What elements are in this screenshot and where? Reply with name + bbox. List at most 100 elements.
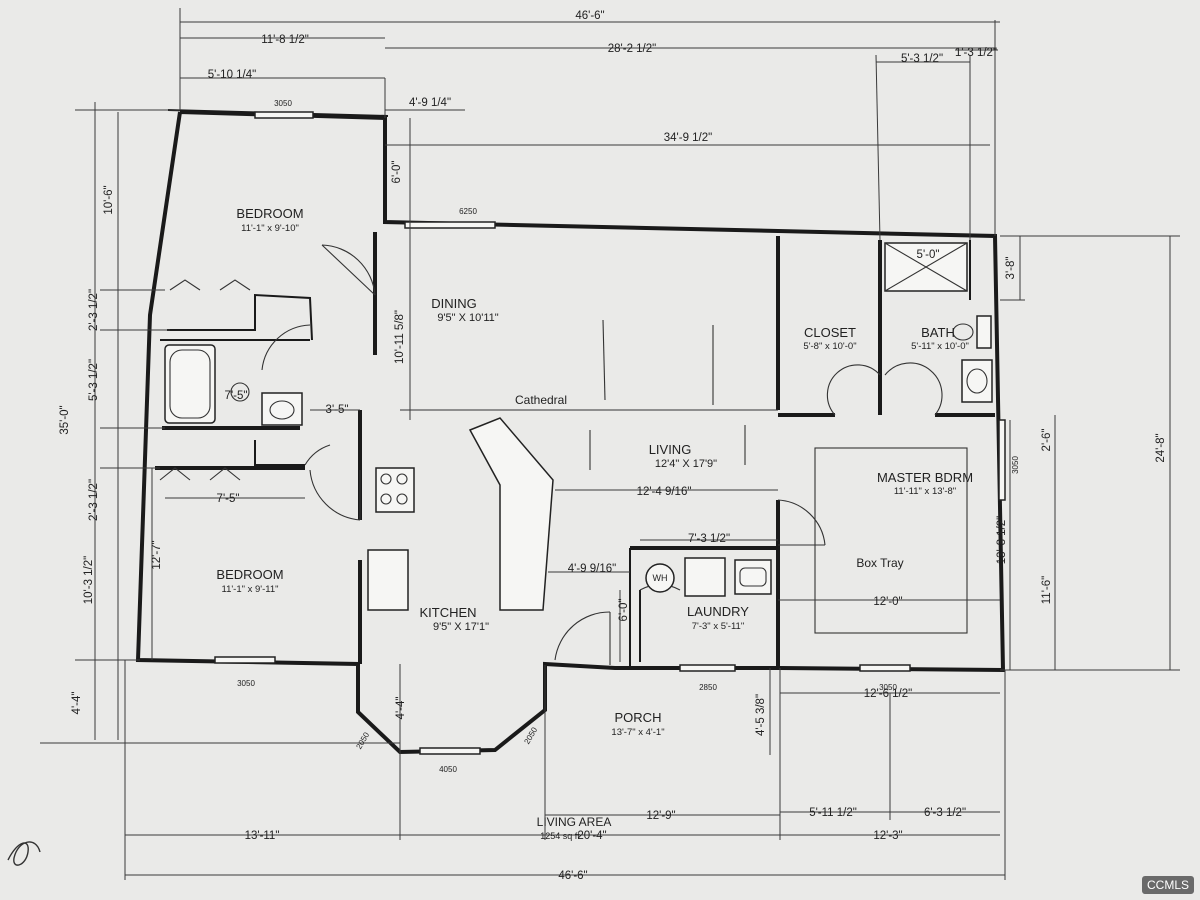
living-label: LIVING bbox=[649, 442, 692, 457]
dim-label: 4'-9 9/16" bbox=[568, 563, 616, 575]
dim-label: 20'-4" bbox=[577, 830, 606, 842]
interior-walls bbox=[155, 232, 995, 668]
dim-label: 24'-8" bbox=[1155, 433, 1167, 462]
box-tray-ceiling bbox=[814, 447, 968, 634]
living-area-value: 1254 sq ft bbox=[540, 831, 580, 841]
dim-label: 4'-9 1/4" bbox=[409, 97, 451, 109]
kitchen-label: KITCHEN bbox=[419, 605, 476, 620]
kitchen-island bbox=[468, 417, 554, 611]
toilet bbox=[230, 382, 250, 402]
bath-label: BATH bbox=[921, 325, 955, 340]
window-kitchen-bay bbox=[419, 747, 481, 755]
room-labels: BEDROOM 11'-1" x 9'-10" DINING 9'5" X 10… bbox=[216, 206, 973, 841]
window-label: 4050 bbox=[439, 765, 457, 774]
cathedral-label: Cathedral bbox=[515, 393, 567, 407]
refrigerator bbox=[367, 549, 409, 611]
kitchen-size: 9'5" X 17'1" bbox=[433, 621, 489, 633]
master-toilet bbox=[952, 323, 974, 341]
porch-label: PORCH bbox=[615, 710, 662, 725]
dim-label: 6'-3 1/2" bbox=[924, 807, 966, 819]
window-label: 3050 bbox=[879, 683, 897, 692]
master-bedroom-label: MASTER BDRM bbox=[877, 470, 973, 485]
dim-label: 28'-2 1/2" bbox=[608, 43, 656, 55]
dim-label: 12'-9" bbox=[646, 810, 675, 822]
master-bedroom-size: 11'-11" x 13'-8" bbox=[894, 486, 956, 497]
dim-label: 7'-5" bbox=[217, 493, 240, 505]
bath-size: 5'-11" x 10'-0" bbox=[911, 341, 969, 352]
fixtures bbox=[164, 242, 993, 634]
dim-label: 10'-6" bbox=[103, 185, 115, 214]
handwritten-mark bbox=[7, 841, 41, 866]
porch-size: 13'-7" x 4'-1" bbox=[611, 727, 664, 738]
watermark-logo: CCMLS bbox=[1141, 876, 1194, 894]
window-laundry bbox=[679, 664, 736, 672]
bathtub bbox=[164, 344, 216, 424]
dim-label: 12'-4 9/16" bbox=[637, 486, 692, 498]
window-label: 2850 bbox=[699, 683, 717, 692]
living-area-label: LIVING AREA bbox=[537, 815, 612, 829]
range bbox=[375, 467, 415, 513]
dim-label: 5'-3 1/2" bbox=[901, 53, 943, 65]
dim-label: 5'-3 1/2" bbox=[88, 359, 100, 401]
dim-label: 13'-11" bbox=[245, 830, 280, 842]
water-heater-label: WH bbox=[653, 573, 668, 583]
dimension-labels: 46'-6" 11'-8 1/2" 28'-2 1/2" 5'-10 1/4" … bbox=[59, 10, 1167, 882]
windows bbox=[214, 111, 1006, 755]
water-heater bbox=[645, 563, 675, 593]
closet-label: CLOSET bbox=[804, 325, 856, 340]
dim-label: 4'-4" bbox=[71, 692, 83, 715]
bedroom-1-size: 11'-1" x 9'-10" bbox=[241, 223, 299, 234]
window-label: 3050 bbox=[1011, 456, 1020, 474]
window-bottom-bedroom bbox=[214, 656, 276, 664]
dim-label: 34'-9 1/2" bbox=[664, 132, 712, 144]
dim-label: 10'-11 5/8" bbox=[394, 310, 406, 364]
dining-label: DINING bbox=[431, 296, 477, 311]
dim-label: 12'-3" bbox=[873, 830, 902, 842]
window-dining bbox=[404, 221, 496, 229]
dim-label: 5'-11 1/2" bbox=[809, 807, 857, 819]
dining-size: 9'5" X 10'11" bbox=[437, 312, 498, 324]
dim-label: 5'-10 1/4" bbox=[208, 69, 256, 81]
dim-label: 3'-5" bbox=[326, 404, 349, 416]
dim-label: 11'-6" bbox=[1041, 576, 1053, 604]
dimension-lines bbox=[40, 8, 1180, 880]
dim-label: 6'-0" bbox=[391, 161, 403, 184]
window-label: 3050 bbox=[237, 679, 255, 688]
laundry-label: LAUNDRY bbox=[687, 604, 749, 619]
dim-label: 1'-3 1/2" bbox=[955, 47, 997, 59]
dryer bbox=[734, 559, 772, 595]
dim-label: 13'-8 1/2" bbox=[996, 516, 1008, 564]
dim-label: 6'-0" bbox=[618, 599, 630, 622]
dim-label: 35'-0" bbox=[59, 405, 71, 434]
dim-label: 5'-0" bbox=[917, 249, 940, 261]
ceiling-marks bbox=[589, 319, 746, 470]
dim-label: 4'-4" bbox=[395, 697, 407, 720]
dim-label: 2'-6" bbox=[1041, 429, 1053, 452]
bath-sink-vanity bbox=[261, 392, 303, 426]
bedroom-2-size: 11'-1" x 9'-11" bbox=[221, 584, 278, 595]
dim-label: 3'-8" bbox=[1005, 257, 1017, 280]
dim-label: 4'-5 3/8" bbox=[755, 694, 767, 736]
dim-label: 7'-5" bbox=[225, 390, 248, 402]
closet-size: 5'-8" x 10'-0" bbox=[803, 341, 856, 352]
dim-label: 46'-6" bbox=[558, 870, 587, 882]
bedroom-2-label: BEDROOM bbox=[216, 567, 283, 582]
dim-label: 2'-3 1/2" bbox=[88, 289, 100, 331]
window-master bbox=[998, 419, 1006, 501]
laundry-size: 7'-3" x 5'-11" bbox=[692, 621, 744, 632]
dim-label: 11'-8 1/2" bbox=[261, 34, 309, 46]
closet-doors bbox=[159, 279, 251, 481]
washer bbox=[684, 557, 726, 597]
box-tray-label: Box Tray bbox=[856, 556, 903, 570]
living-size: 12'4" X 17'9" bbox=[655, 458, 717, 470]
dim-label: 2'-3 1/2" bbox=[88, 479, 100, 521]
dim-label: 12'-7" bbox=[151, 540, 163, 569]
dim-label: 12'-0" bbox=[873, 596, 902, 608]
window-top-bedroom bbox=[254, 111, 314, 119]
window-label: 3050 bbox=[274, 99, 292, 108]
window-master-bottom bbox=[859, 664, 911, 672]
dim-label: 7'-3 1/2" bbox=[688, 533, 730, 545]
dim-label: 12'-6 1/2" bbox=[864, 688, 912, 700]
